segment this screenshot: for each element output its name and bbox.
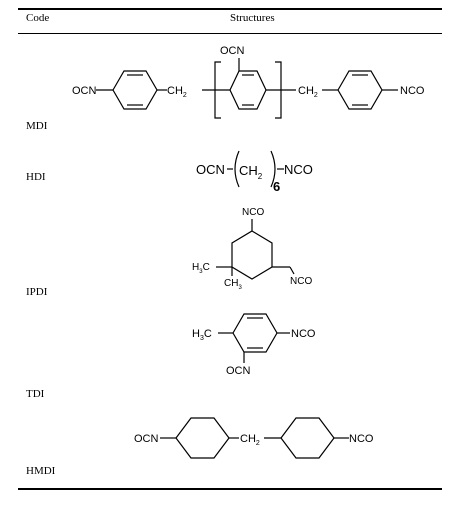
table-header-rule <box>18 33 442 34</box>
code-mdi: MDI <box>26 120 48 132</box>
table-top-rule <box>18 8 442 10</box>
mdi-right-bracket <box>275 61 282 119</box>
mdi-structure: OCN CH2 OCN CH2 NCO <box>72 45 425 119</box>
hdi-ch2-label: CH2 <box>239 163 263 181</box>
mdi-ch2-a-label: CH2 <box>167 85 187 99</box>
code-hmdi: HMDI <box>26 465 56 477</box>
tdi-nco-label: NCO <box>291 328 316 340</box>
column-header-code: Code <box>26 12 50 24</box>
hdi-nco-label: NCO <box>284 162 313 177</box>
hdi-left-paren <box>234 150 240 188</box>
mdi-ocn-left-label: OCN <box>72 85 97 97</box>
ipdi-nco-right-label: NCO <box>290 276 312 287</box>
ipdi-structure: NCO H3C CH3 NCO <box>192 207 312 291</box>
code-hdi: HDI <box>26 171 46 183</box>
tdi-structure: H3C NCO OCN <box>192 313 316 377</box>
hdi-ocn-label: OCN <box>196 162 225 177</box>
hmdi-structure: OCN CH2 NCO <box>134 417 374 459</box>
hdi-repeat-count: 6 <box>273 179 280 194</box>
tdi-ocn-label: OCN <box>226 365 251 377</box>
hmdi-cyclohexane-ring-1 <box>175 417 230 459</box>
ipdi-cyclohexane-ring <box>231 230 273 280</box>
ipdi-nco-top-label: NCO <box>242 207 264 218</box>
mdi-ocn-top-label: OCN <box>220 45 245 57</box>
mdi-ch2-b-label: CH2 <box>298 85 318 99</box>
tdi-h3c-label: H3C <box>192 328 212 342</box>
code-ipdi: IPDI <box>26 286 48 298</box>
ipdi-h3c-label: H3C <box>192 262 210 275</box>
tdi-benzene-ring <box>232 313 278 353</box>
mdi-nco-right-label: NCO <box>400 85 425 97</box>
code-tdi: TDI <box>26 388 45 400</box>
ipdi-bond <box>289 266 295 275</box>
ipdi-ch3-label: CH3 <box>224 278 242 291</box>
table-bottom-rule <box>18 488 442 490</box>
hmdi-cyclohexane-ring-2 <box>280 417 335 459</box>
hmdi-ch2-label: CH2 <box>240 433 260 447</box>
hdi-right-paren <box>270 150 276 188</box>
mdi-benzene-ring-1 <box>112 70 158 110</box>
mdi-benzene-ring-2 <box>229 70 267 110</box>
column-header-structures: Structures <box>230 12 275 24</box>
hmdi-nco-label: NCO <box>349 433 374 445</box>
hdi-structure: OCN CH2 6 NCO <box>196 150 313 194</box>
hmdi-ocn-label: OCN <box>134 433 159 445</box>
mdi-benzene-ring-3 <box>337 70 383 110</box>
